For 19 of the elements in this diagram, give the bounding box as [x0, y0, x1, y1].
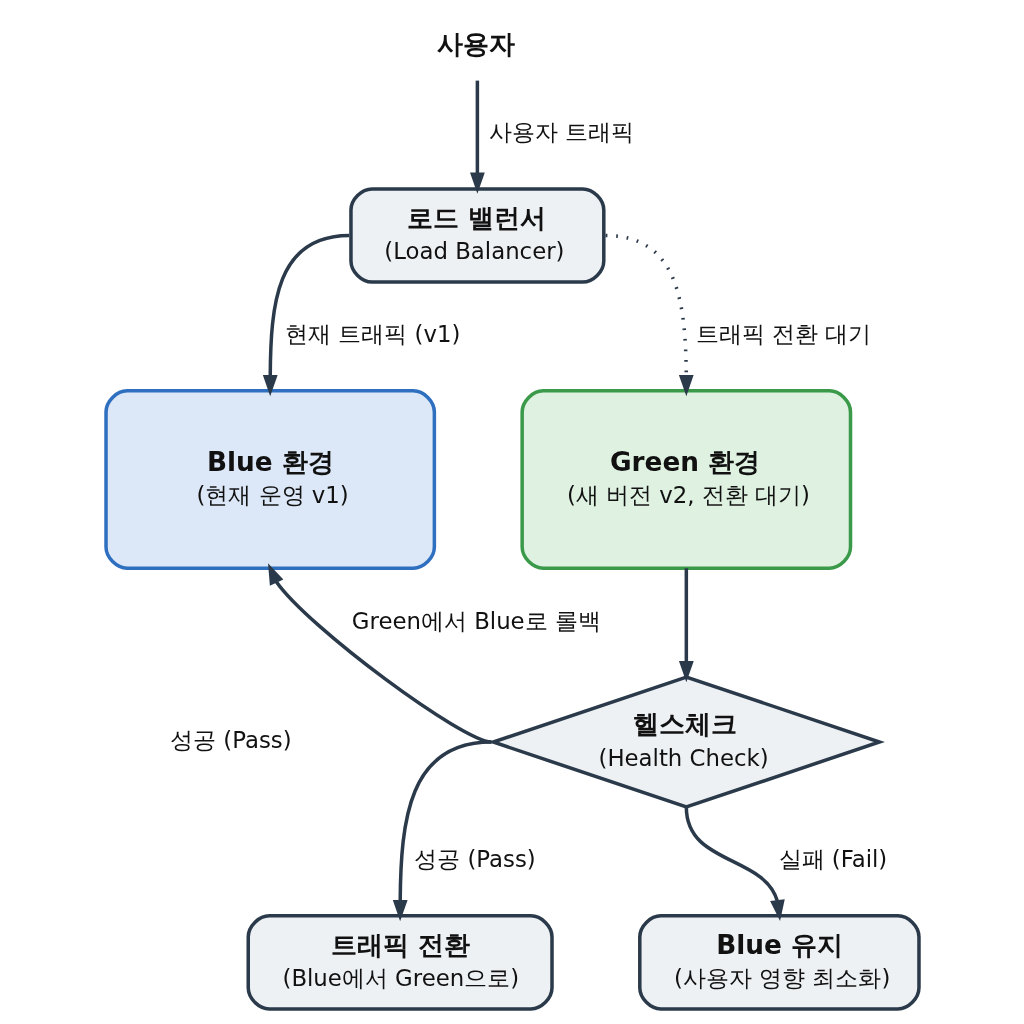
edge-label: 실패 (Fail): [778, 846, 887, 873]
edge-label: 성공 (Pass): [413, 846, 536, 873]
node-box: 로드 밸런서 (Load Balancer): [348, 187, 606, 284]
node-box: Blue 환경 (현재 운영 v1): [103, 389, 436, 570]
arrow: [604, 233, 694, 397]
node-box: Green 환경 (새 버전 v2, 전환 대기): [519, 389, 852, 570]
arrow: [392, 740, 492, 922]
edge-label: 트래픽 전환 대기: [695, 321, 871, 348]
label: 성공 (Pass): [169, 726, 292, 753]
arrow: [684, 806, 785, 922]
node-box: Blue 유지 (사용자 영향 최소화): [637, 914, 921, 1011]
arrow: [678, 568, 694, 683]
arrow: [262, 233, 349, 397]
node-box: 트래픽 전환 (Blue에서 Green으로): [246, 914, 554, 1011]
edge-label: Green에서 Blue로 롤백: [351, 607, 601, 634]
arrow: [469, 80, 485, 194]
edge-label: 현재 트래픽 (v1): [284, 321, 460, 348]
edge-label: 사용자 트래픽: [488, 119, 634, 146]
node-text: 사용자: [436, 28, 515, 59]
